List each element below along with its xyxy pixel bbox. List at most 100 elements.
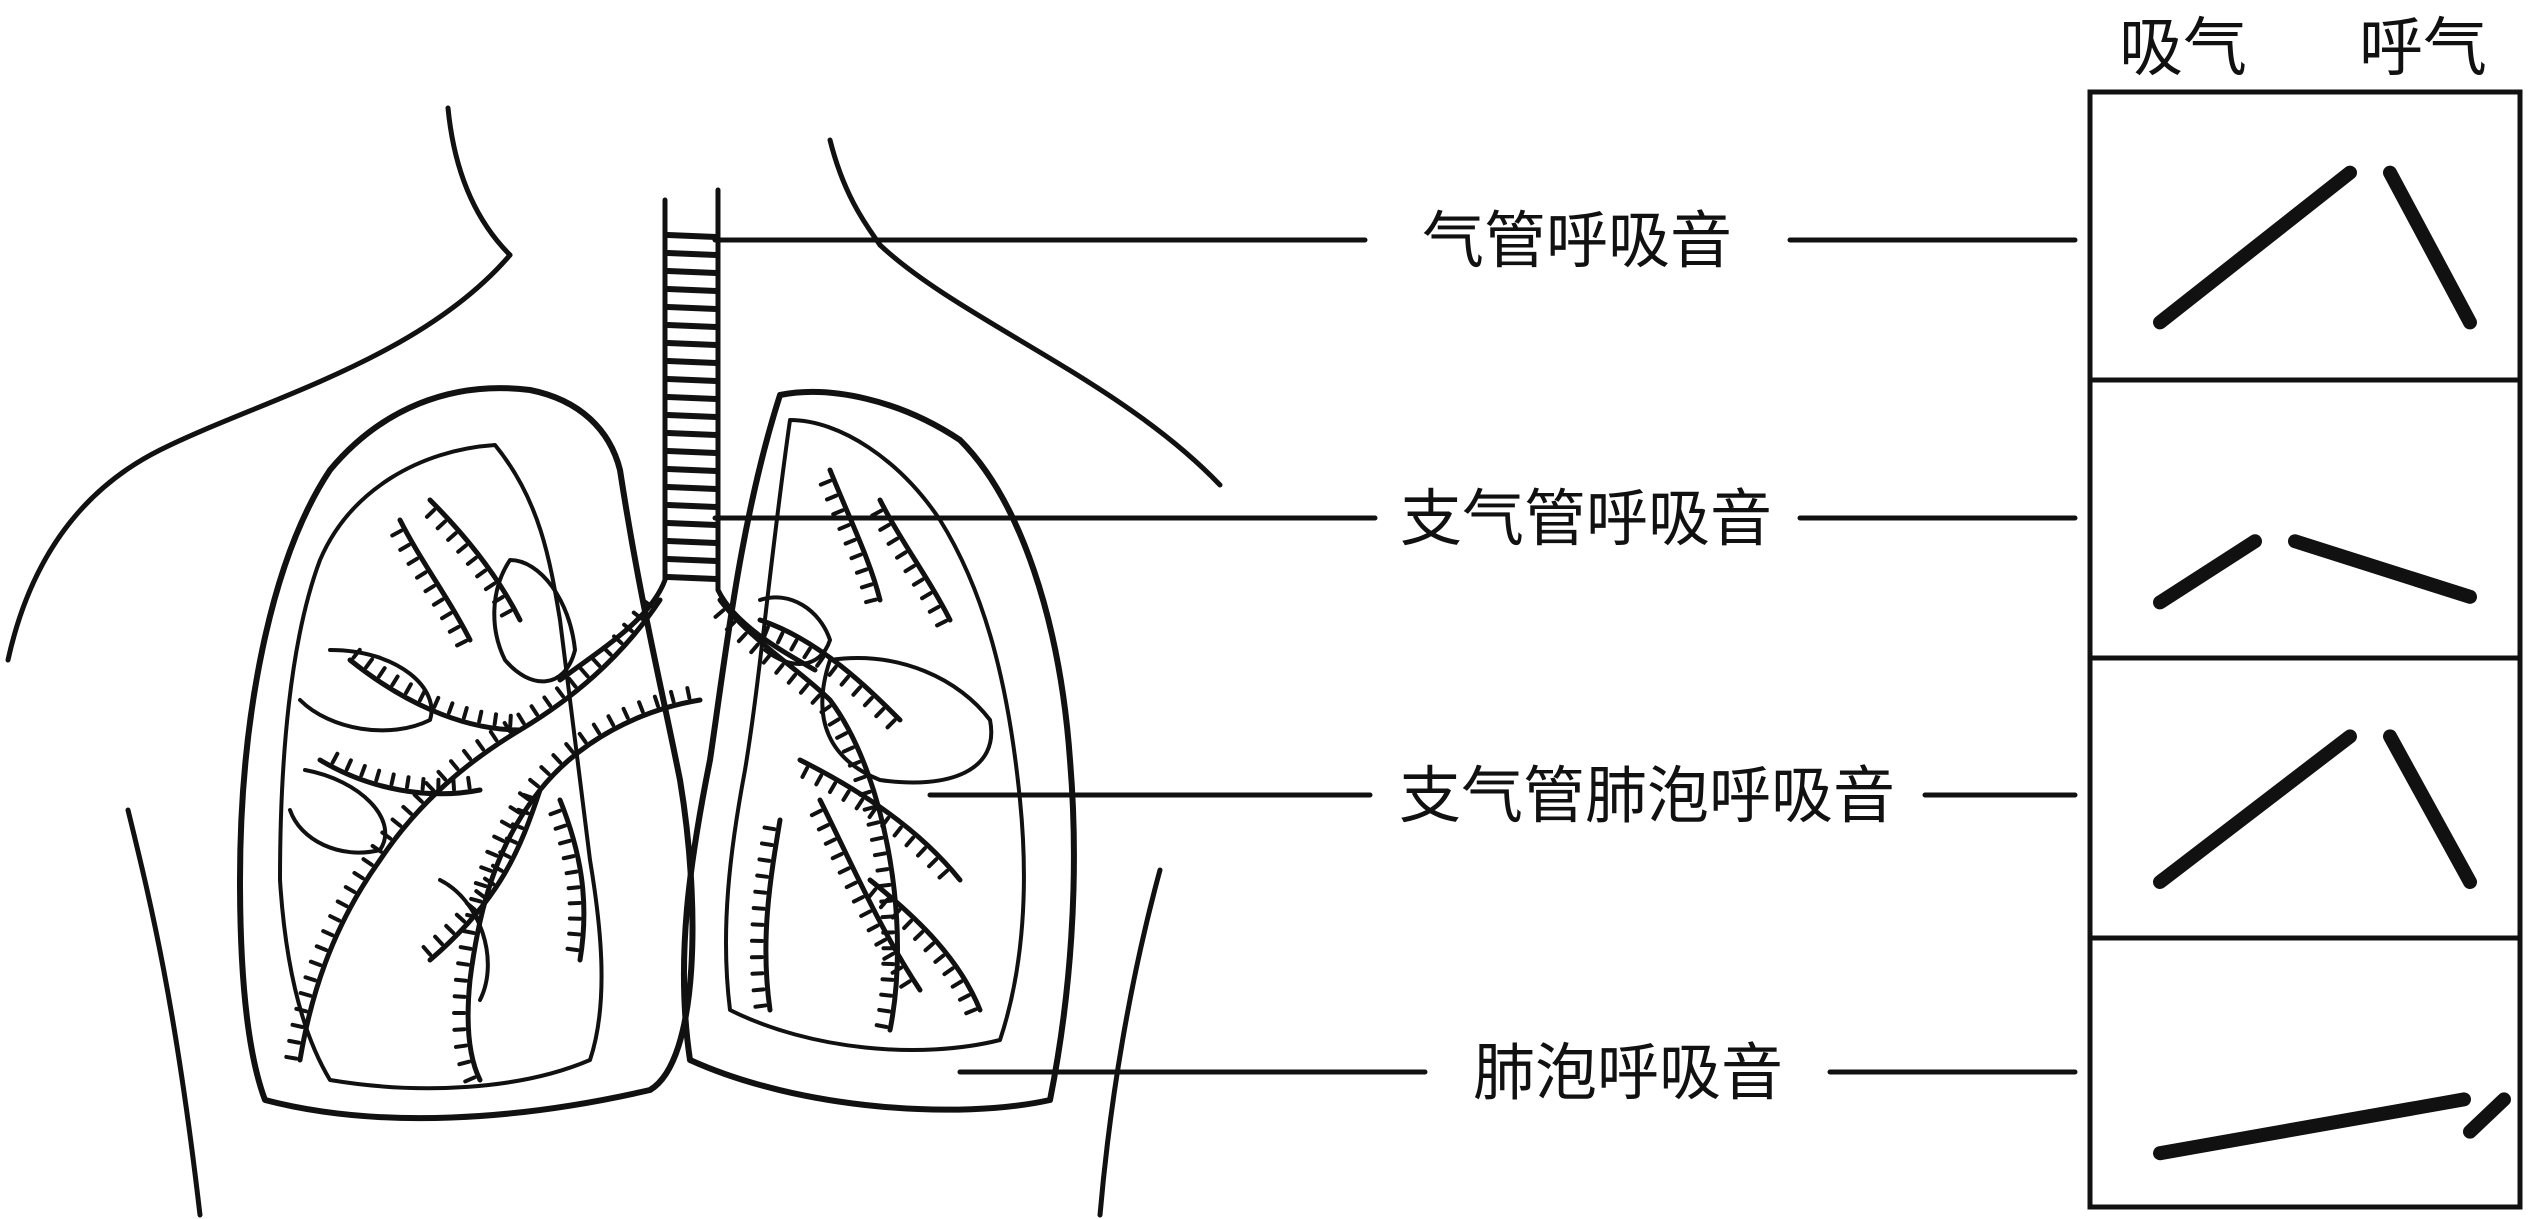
bronchial-tick bbox=[753, 1003, 768, 1009]
bronchial-tick bbox=[867, 806, 878, 819]
bronchial-tick bbox=[851, 685, 863, 697]
bronchial-tick bbox=[622, 622, 634, 634]
bronchial-tick bbox=[308, 959, 323, 968]
bronchial-tick bbox=[390, 528, 404, 538]
bronchial-tick bbox=[566, 885, 581, 891]
bronchial-tick bbox=[508, 713, 513, 728]
bronchial-tick bbox=[880, 815, 891, 829]
bronchial-tick bbox=[751, 987, 766, 993]
phase-header: 吸气 呼气 bbox=[2119, 12, 2487, 86]
label-tracheal: 气管呼吸音 bbox=[1422, 204, 1732, 277]
bronchial-tick bbox=[461, 706, 469, 720]
bronchial-tick bbox=[475, 739, 486, 752]
bronchial-ticks bbox=[284, 478, 978, 1084]
bronchial-tick bbox=[606, 714, 616, 728]
bronchial-tick bbox=[637, 700, 645, 714]
bronchial-tick bbox=[377, 666, 387, 679]
bronchial-tick bbox=[335, 899, 349, 909]
bronchial-tick bbox=[841, 789, 851, 802]
bronchial-tick bbox=[652, 694, 660, 709]
shoulder-right bbox=[877, 242, 1223, 488]
bronchial-tick bbox=[456, 961, 471, 967]
bronchial-tick bbox=[761, 652, 773, 665]
bronchial-tick bbox=[499, 819, 513, 829]
bronchial-tick bbox=[903, 563, 916, 574]
bronchial-tick bbox=[477, 709, 484, 724]
bronchial-tick bbox=[424, 507, 437, 519]
bronchial-tick bbox=[749, 642, 760, 655]
bronchial-tick bbox=[827, 717, 841, 727]
bronchial-tick bbox=[398, 542, 411, 552]
bronchial-tick bbox=[404, 775, 411, 790]
bronchial-tick bbox=[456, 543, 468, 554]
bronchial-tick bbox=[548, 808, 562, 817]
bronchial-tick bbox=[554, 686, 565, 699]
bronchial-tick bbox=[577, 731, 588, 745]
bronchial-tick bbox=[750, 971, 765, 976]
bronchial-tick bbox=[516, 712, 526, 726]
bronchial-tick bbox=[789, 638, 799, 652]
bronchial-tick bbox=[431, 597, 445, 607]
bronchial-tick bbox=[916, 846, 927, 858]
bronchial-tick bbox=[521, 792, 536, 801]
bronchial-tick bbox=[453, 1043, 468, 1049]
trachea-ring bbox=[665, 232, 719, 240]
bronchial-tick bbox=[843, 537, 857, 546]
pattern-tracheal-inhale bbox=[2153, 165, 2357, 330]
bronchial-tick bbox=[390, 817, 403, 828]
bronchial-tick bbox=[685, 686, 692, 700]
label-bronchial: 支气管呼吸音 bbox=[1400, 482, 1772, 555]
trachea-ring bbox=[665, 430, 719, 438]
bronchial-tick bbox=[818, 478, 833, 487]
bronchial-tick bbox=[370, 843, 383, 854]
bronchial-tick bbox=[621, 706, 630, 720]
bronchial-tick bbox=[321, 929, 335, 938]
bronchial-tick bbox=[490, 863, 504, 873]
bronchial-tick bbox=[913, 930, 925, 941]
label-bronchovesicular: 支气管肺泡呼吸音 bbox=[1399, 759, 1895, 832]
bronchial-tick bbox=[878, 897, 890, 910]
neck-right bbox=[827, 137, 883, 248]
bronchial-tick bbox=[446, 531, 458, 542]
trachea-ring bbox=[665, 376, 719, 384]
trachea-ring bbox=[665, 520, 719, 528]
neck-left bbox=[445, 105, 513, 258]
bronchial-tick bbox=[937, 868, 950, 880]
bronchial-tick bbox=[892, 825, 903, 838]
bronchial-tick bbox=[461, 929, 476, 935]
bronchial-tick bbox=[920, 591, 933, 601]
bronchial-tick bbox=[539, 765, 551, 776]
bronchial-tick bbox=[343, 885, 357, 895]
bronchial-tick bbox=[458, 945, 473, 951]
bronchial-tick bbox=[482, 876, 496, 887]
bronchial-tick bbox=[389, 772, 396, 787]
trachea-ring bbox=[665, 286, 719, 294]
bronchial-tick bbox=[364, 657, 375, 670]
bronchial-tick bbox=[798, 683, 810, 695]
bronchial-tick bbox=[895, 550, 908, 560]
bronchial-tick bbox=[851, 895, 865, 904]
bronchial-tick bbox=[864, 597, 878, 605]
bronchial-tick bbox=[839, 674, 851, 687]
trachea-ring bbox=[665, 538, 719, 546]
bronchial-tick bbox=[859, 582, 874, 590]
bronchial-tree bbox=[297, 467, 983, 1083]
pattern-bronchovesicular-inhale bbox=[2153, 729, 2357, 889]
bronchial-tick bbox=[755, 873, 770, 879]
bronchial-tick bbox=[451, 777, 456, 792]
bronchial-tick bbox=[444, 923, 456, 935]
bronchial-tick bbox=[499, 608, 513, 618]
bronchial-tick bbox=[870, 508, 884, 518]
left-lung bbox=[237, 385, 696, 1122]
bronchial-tick bbox=[669, 689, 676, 704]
bronchial-tick bbox=[835, 731, 849, 740]
bronchial-tick bbox=[759, 841, 774, 848]
bronchial-tick bbox=[950, 979, 964, 989]
pattern-grid-frame bbox=[2087, 89, 2523, 1210]
bronchial-tick bbox=[757, 857, 772, 863]
bronchial-tick bbox=[542, 695, 553, 708]
bronchial-tick bbox=[446, 701, 455, 715]
bronchial-tick bbox=[612, 634, 624, 646]
bronchial-tick bbox=[809, 808, 823, 818]
bronchial-tick bbox=[449, 759, 460, 771]
